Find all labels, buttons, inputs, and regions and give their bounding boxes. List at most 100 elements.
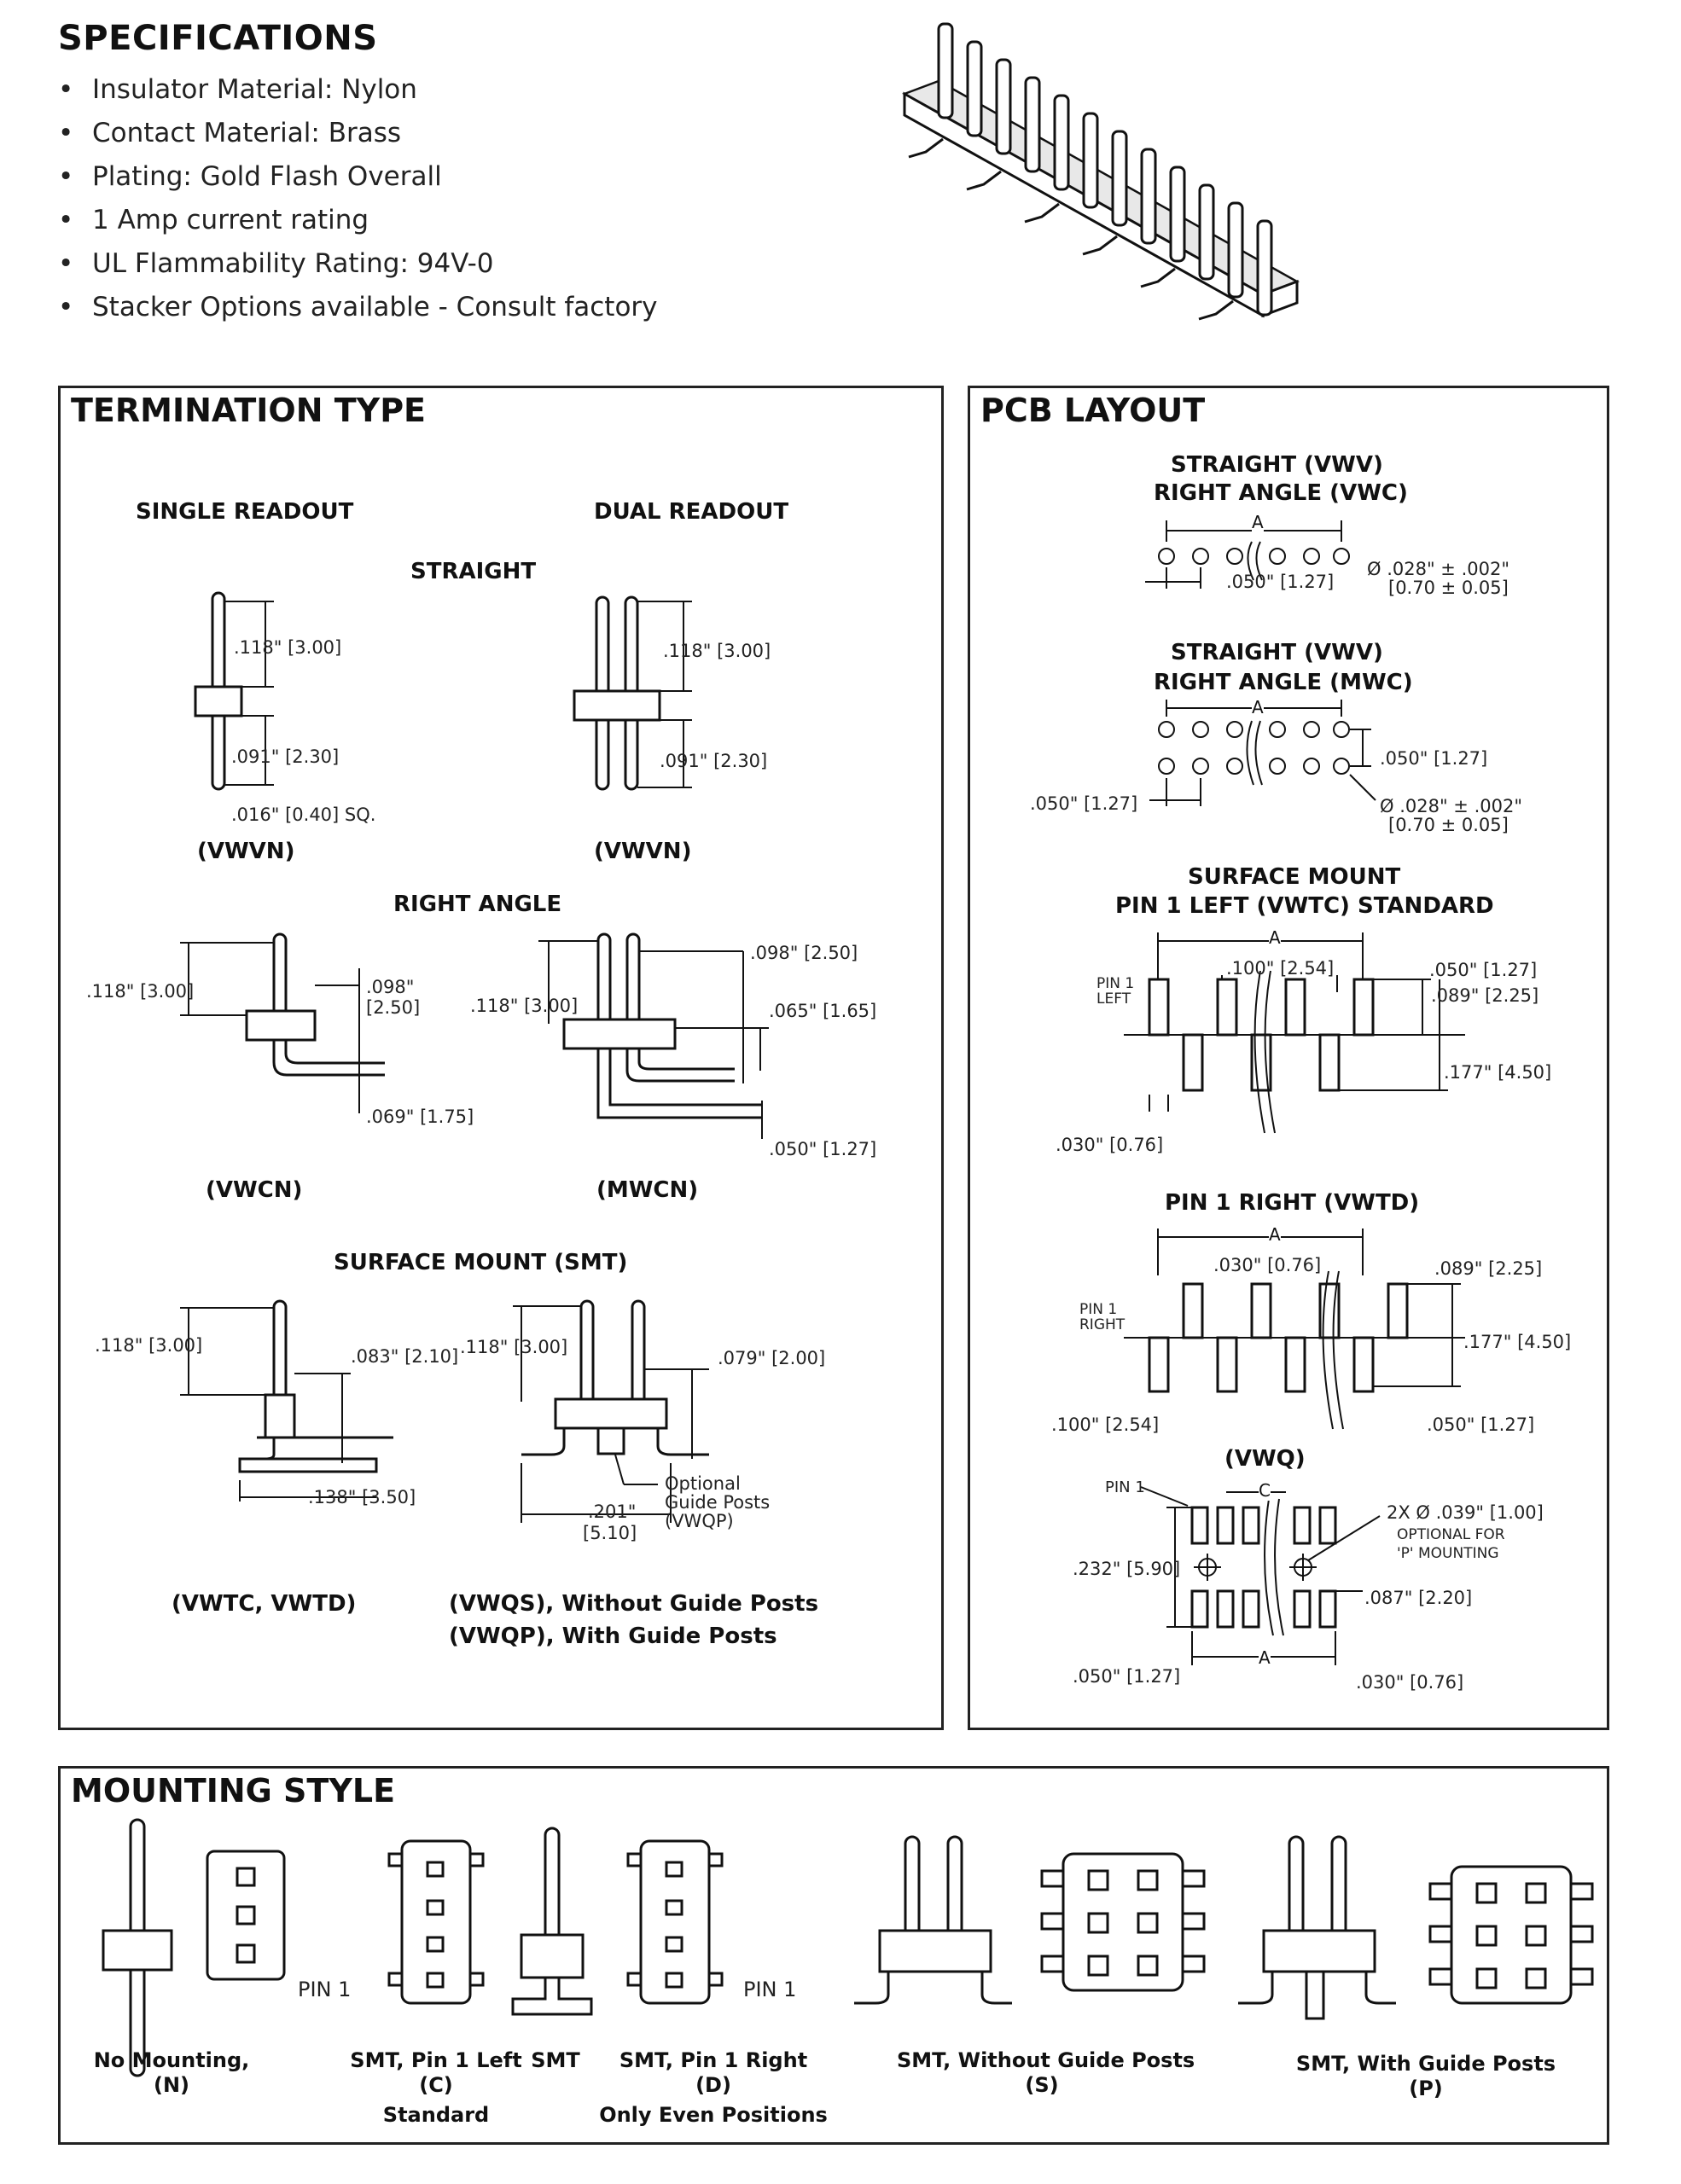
pcb-block5-pin1: PIN 1	[1105, 1478, 1145, 1496]
caption-smt-without-guide-l2: (S)	[1025, 2073, 1059, 2097]
pcb-block1-line1: STRAIGHT (VWV)	[1171, 452, 1383, 478]
pcb-block3-drawing	[1124, 932, 1465, 1134]
header-pin	[966, 40, 983, 137]
pcb-hole	[1333, 721, 1350, 738]
header-pin	[1024, 76, 1041, 173]
dim-sm-138: .138" [3.50]	[308, 1487, 416, 1507]
caption-mwcn: (MWCN)	[596, 1177, 699, 1203]
caption-smt-pin1-right: SMT, Pin 1 Right (D) Only Even Positions	[598, 2048, 829, 2128]
termination-type-panel: TERMINATION TYPE SINGLE READOUT DUAL REA…	[58, 386, 944, 1730]
pcb-block4-100: .100" [2.54]	[1051, 1414, 1160, 1435]
caption-smt-pin1-left-l1: SMT, Pin 1 Left	[350, 2048, 522, 2072]
header-pin	[995, 58, 1012, 155]
caption-smt-with-guide: SMT, With Guide Posts (P)	[1289, 2052, 1562, 2101]
pcb-hole	[1269, 758, 1286, 775]
header-smt-lead	[1140, 267, 1176, 288]
dim-rd-050: .050" [1.27]	[769, 1139, 877, 1159]
pcb-block3-a: A	[1269, 927, 1281, 948]
single-straight-drawing	[194, 591, 274, 791]
straight-label: STRAIGHT	[410, 559, 537, 584]
caption-smt-without-guide: SMT, Without Guide Posts (S)	[897, 2048, 1195, 2098]
spec-item: Contact Material: Brass	[58, 112, 658, 155]
caption-vwvn-dual: (VWVN)	[594, 839, 692, 864]
mount-smt-side	[511, 1827, 593, 2016]
mount-no-mounting-top	[206, 1850, 286, 1981]
pcb-layout-panel: PCB LAYOUT STRAIGHT (VWV) RIGHT ANGLE (V…	[968, 386, 1609, 1730]
dim-single-016: .016" [0.40] SQ.	[231, 804, 376, 825]
pcb-block2-050-left: .050" [1.27]	[1030, 793, 1138, 814]
header-smt-lead	[1082, 235, 1118, 256]
dual-right-angle-drawing	[538, 932, 769, 1139]
header-pin	[937, 22, 954, 119]
spec-item: Insulator Material: Nylon	[58, 68, 658, 112]
header-pin	[1082, 112, 1099, 209]
pcb-block4-line1: PIN 1 RIGHT (VWTD)	[1165, 1190, 1420, 1216]
caption-vwtc-vwtd: (VWTC, VWTD)	[172, 1591, 357, 1617]
caption-smt-with-guide-l1: SMT, With Guide Posts	[1295, 2052, 1556, 2076]
pcb-block2-dia2: [0.70 ± 0.05]	[1388, 815, 1509, 835]
caption-no-mounting-l1: No Mounting,	[93, 2048, 250, 2072]
header-pin	[1227, 201, 1244, 299]
caption-smt-pin1-right-l2: (D)	[695, 2073, 731, 2097]
dim-ra-118: .118" [3.00]	[86, 981, 195, 1002]
specifications-title: SPECIFICATIONS	[58, 19, 378, 58]
mounting-style-panel: MOUNTING STYLE PIN 1 PIN 1	[58, 1766, 1609, 2145]
caption-vwvn-single: (VWVN)	[197, 839, 295, 864]
dim-ra-098b: [2.50]	[366, 997, 421, 1018]
pcb-block2-line2: RIGHT ANGLE (MWC)	[1154, 670, 1413, 695]
caption-vwqp: (VWQP), With Guide Posts	[449, 1623, 777, 1649]
pcb-hole	[1333, 758, 1350, 775]
caption-smt-pin1-left-l2: (C)	[419, 2073, 453, 2097]
pcb-block5-050: .050" [1.27]	[1073, 1666, 1181, 1687]
mount-smt-no-guide-side	[854, 1835, 1012, 2005]
dim-dual-091: .091" [2.30]	[660, 751, 768, 771]
dual-straight-drawing	[573, 595, 692, 791]
mount-pin1-right-label: PIN 1	[743, 1978, 797, 2001]
single-smt-drawing	[180, 1299, 393, 1502]
pcb-hole	[1158, 758, 1175, 775]
right-angle-label: RIGHT ANGLE	[393, 892, 562, 917]
pcb-hole	[1303, 758, 1320, 775]
pcb-hole	[1303, 721, 1320, 738]
pcb-block4-177: .177" [4.50]	[1463, 1332, 1572, 1352]
pcb-block4-030: .030" [0.76]	[1213, 1255, 1322, 1275]
dim-single-118: .118" [3.00]	[234, 637, 342, 658]
spec-item: UL Flammability Rating: 94V-0	[58, 242, 658, 286]
header-pin	[1169, 166, 1186, 263]
caption-smt-pin1-right-l1: SMT, Pin 1 Right	[619, 2048, 808, 2072]
dim-sd-118: .118" [3.00]	[460, 1337, 568, 1357]
pcb-block5-line1: (VWQ)	[1224, 1446, 1306, 1472]
mount-pin1-left-top	[387, 1839, 485, 2005]
pcb-hole	[1226, 758, 1243, 775]
dim-dual-118: .118" [3.00]	[663, 641, 771, 661]
dim-rd-065: .065" [1.65]	[769, 1001, 877, 1021]
dim-rd-098: .098" [2.50]	[750, 943, 858, 963]
mount-no-mounting-side	[102, 1818, 173, 2077]
pcb-block4-089: .089" [2.25]	[1434, 1258, 1543, 1279]
spec-item: 1 Amp current rating	[58, 199, 658, 242]
smt-label: SURFACE MOUNT (SMT)	[334, 1250, 628, 1275]
pcb-block2-line1: STRAIGHT (VWV)	[1171, 640, 1383, 665]
caption-smt-with-guide-l2: (P)	[1409, 2077, 1443, 2100]
pcb-block5-087: .087" [2.20]	[1364, 1588, 1473, 1608]
caption-no-mounting: No Mounting, (N)	[86, 2048, 257, 2098]
dual-smt-drawing	[513, 1299, 709, 1523]
pcb-block4-050: .050" [1.27]	[1427, 1414, 1535, 1435]
caption-smt-without-guide-l1: SMT, Without Guide Posts	[897, 2048, 1195, 2072]
pcb-block5-drawing	[1140, 1486, 1381, 1665]
pcb-block4-a: A	[1269, 1224, 1281, 1245]
pcb-block5-c: C	[1259, 1480, 1271, 1501]
mount-smt-guide-side	[1238, 1835, 1396, 2020]
pcb-layout-title: PCB LAYOUT	[980, 392, 1206, 429]
pcb-block3-177: .177" [4.50]	[1444, 1062, 1552, 1083]
pcb-block1-a: A	[1252, 512, 1264, 532]
single-readout-label: SINGLE READOUT	[136, 499, 354, 525]
mounting-style-title: MOUNTING STYLE	[71, 1772, 396, 1809]
header-pin	[1111, 130, 1128, 227]
pcb-block3-089: .089" [2.25]	[1431, 985, 1539, 1006]
pcb-hole	[1158, 721, 1175, 738]
guide-posts-note-1: Optional	[665, 1473, 741, 1494]
pcb-block5-a: A	[1259, 1647, 1271, 1668]
pcb-block3-030: .030" [0.76]	[1056, 1135, 1164, 1155]
header-product-illustration	[902, 22, 1300, 321]
